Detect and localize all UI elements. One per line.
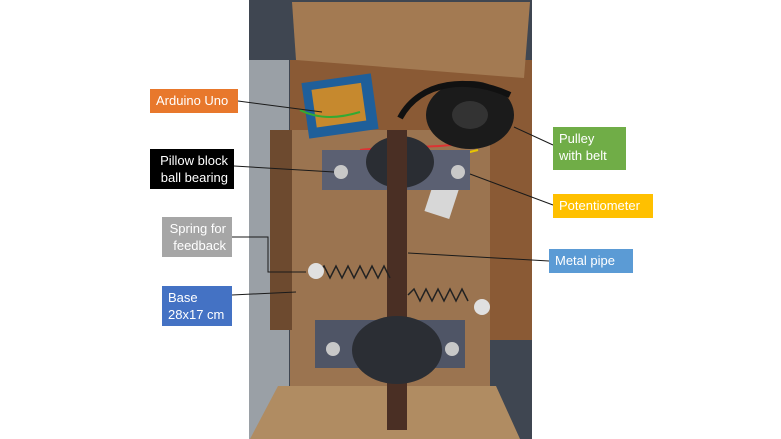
top-board [292, 2, 530, 78]
label-spring: Spring for feedback [162, 217, 232, 257]
spring-anchor-right [474, 299, 490, 315]
pointer-pulley [513, 126, 554, 146]
pointer-metal [407, 252, 550, 262]
label-pillow-block: Pillow block ball bearing [150, 149, 234, 189]
label-potentiometer: Potentiometer [553, 194, 653, 218]
pointer-pillow [233, 165, 335, 173]
spring-anchor-left [308, 263, 324, 279]
pointer-potentiometer [469, 173, 554, 206]
bottom-bearing [352, 316, 442, 384]
top-bolt-right [451, 165, 465, 179]
label-base: Base 28x17 cm [162, 286, 232, 326]
pointer-arduino [237, 100, 323, 113]
arduino-shield [311, 82, 367, 128]
top-bolt-left [334, 165, 348, 179]
metal-pipe-shape [387, 130, 407, 430]
bottom-bolt-left [326, 342, 340, 356]
bottom-board [250, 386, 520, 439]
label-arduino-uno: Arduino Uno [150, 89, 238, 113]
pointer-base [231, 291, 297, 296]
spring-right [407, 287, 469, 303]
wire-green [299, 109, 361, 118]
pointer-lines [231, 100, 554, 296]
spring-left [317, 264, 391, 280]
label-metal-pipe: Metal pipe [549, 249, 633, 273]
belt [397, 81, 512, 120]
label-pulley: Pulley with belt [553, 127, 626, 170]
base-board-left-edge [270, 130, 292, 330]
bottom-bolt-right [445, 342, 459, 356]
pulley-hub [452, 101, 488, 129]
pointer-spring [232, 236, 306, 273]
